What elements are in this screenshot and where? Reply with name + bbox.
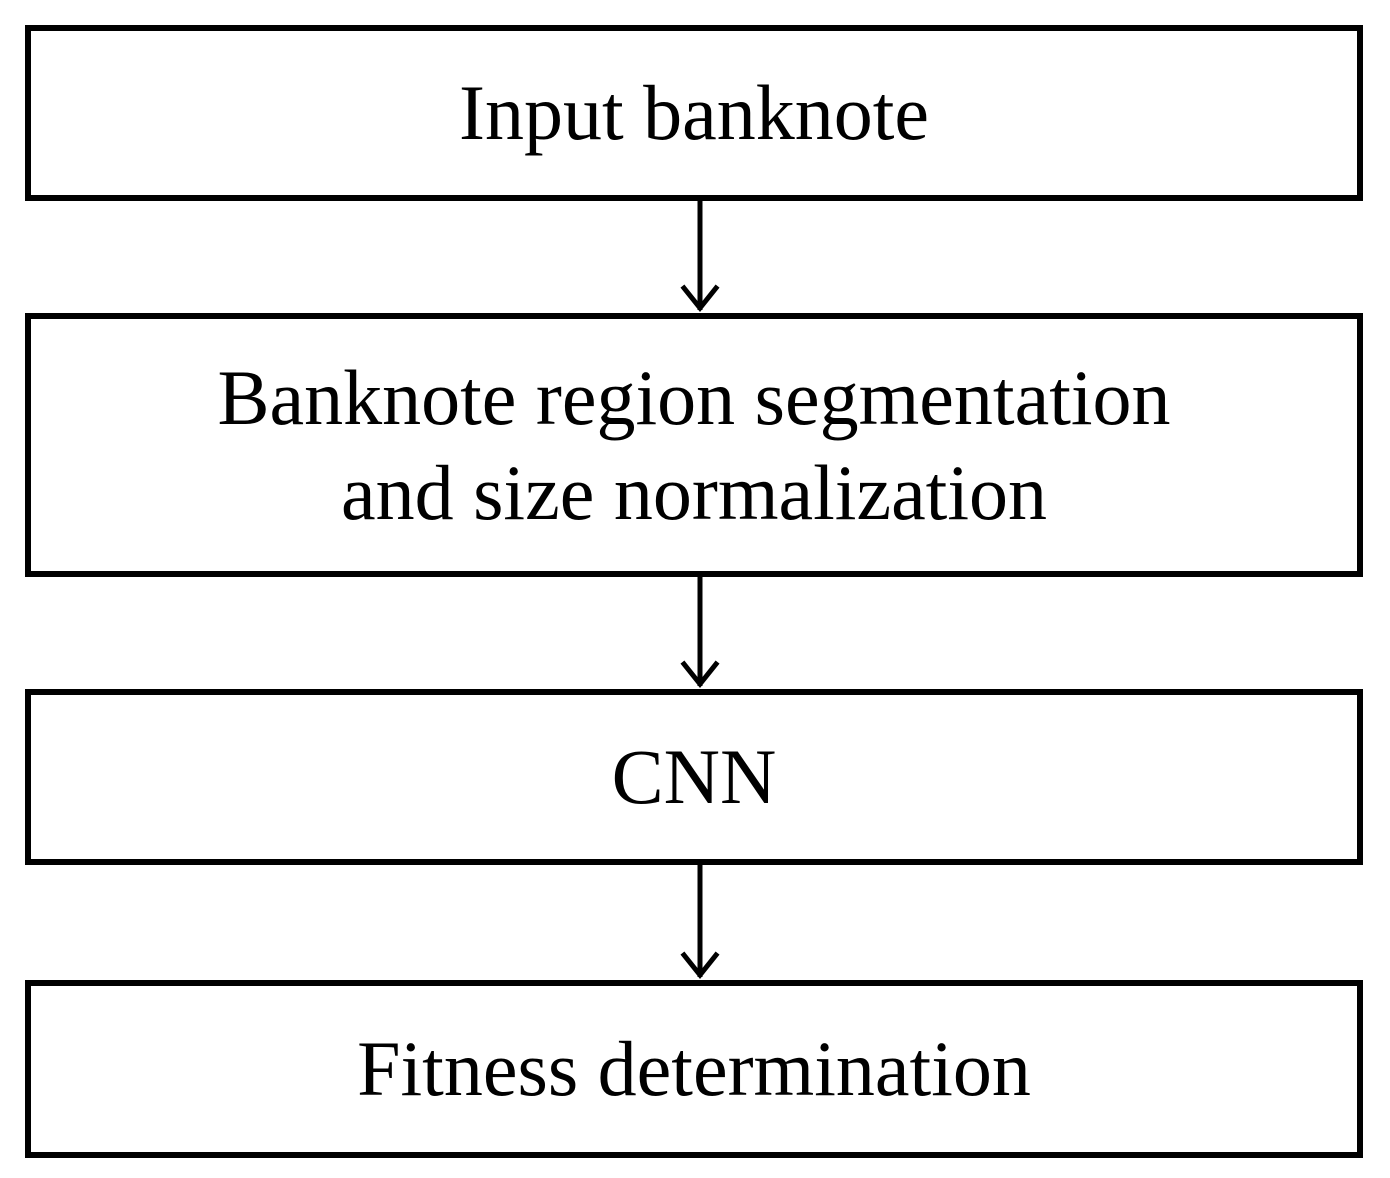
arrow-2-to-3 — [680, 577, 720, 689]
step-input-banknote: Input banknote — [25, 25, 1363, 201]
step-fitness-determination: Fitness determination — [25, 980, 1363, 1158]
step-segmentation-normalization: Banknote region segmentation and size no… — [25, 313, 1363, 577]
step-segmentation-label-line-1: Banknote region segmentation — [217, 353, 1171, 441]
step-segmentation-label-line-2: and size normalization — [340, 449, 1048, 536]
arrow-3-to-4 — [680, 865, 720, 980]
step-segmentation-normalization-text: Banknote region segmentation and size no… — [217, 350, 1170, 540]
step-cnn: CNN — [25, 689, 1363, 865]
step-input-banknote-label: Input banknote — [458, 69, 930, 157]
arrow-1-to-2 — [680, 201, 720, 313]
step-cnn-label: CNN — [611, 733, 777, 821]
step-fitness-determination-label: Fitness determination — [357, 1025, 1031, 1113]
